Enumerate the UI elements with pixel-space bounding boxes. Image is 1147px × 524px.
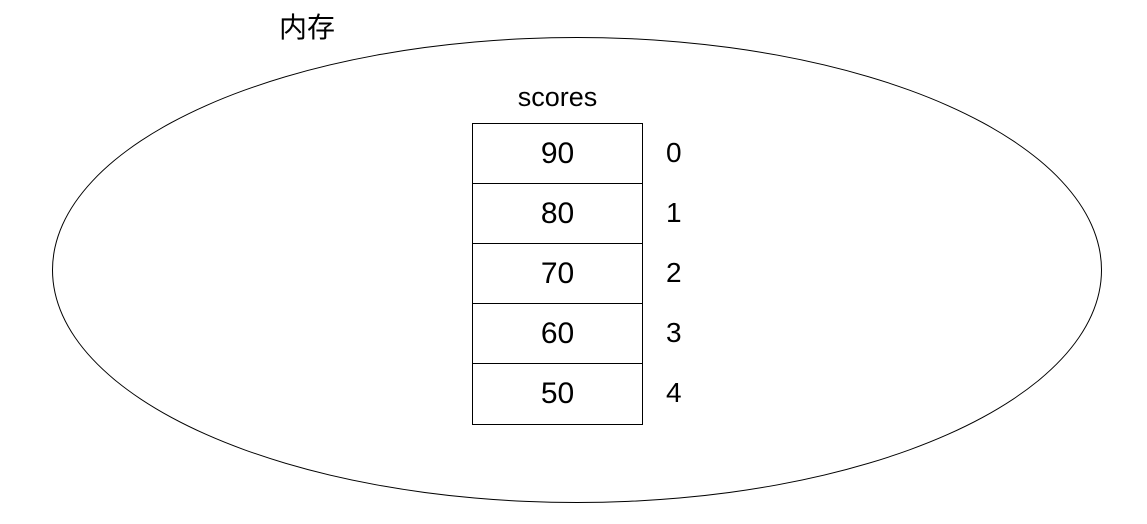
array-cell-4: 50 xyxy=(540,377,575,410)
array-cell-3: 60 xyxy=(473,304,642,364)
array-cell-0: 90 xyxy=(473,124,642,184)
memory-label: 内存 xyxy=(279,12,336,43)
array-index-label-2: 2 xyxy=(666,257,682,288)
array-index-label-4: 4 xyxy=(666,377,682,408)
array-cell-1: 80 xyxy=(473,184,642,244)
array-cell-2: 70 xyxy=(473,244,642,304)
array-table: 90 80 70 60 50 xyxy=(472,123,643,425)
array-index-label-0: 0 xyxy=(666,137,682,168)
array-index-label-3: 3 xyxy=(666,317,682,348)
array-name-label: scores xyxy=(517,82,598,112)
array-index-column: 0 1 2 3 4 xyxy=(666,123,706,423)
array-index-label-1: 1 xyxy=(666,197,682,228)
memory-boundary-ellipse xyxy=(52,37,1102,503)
